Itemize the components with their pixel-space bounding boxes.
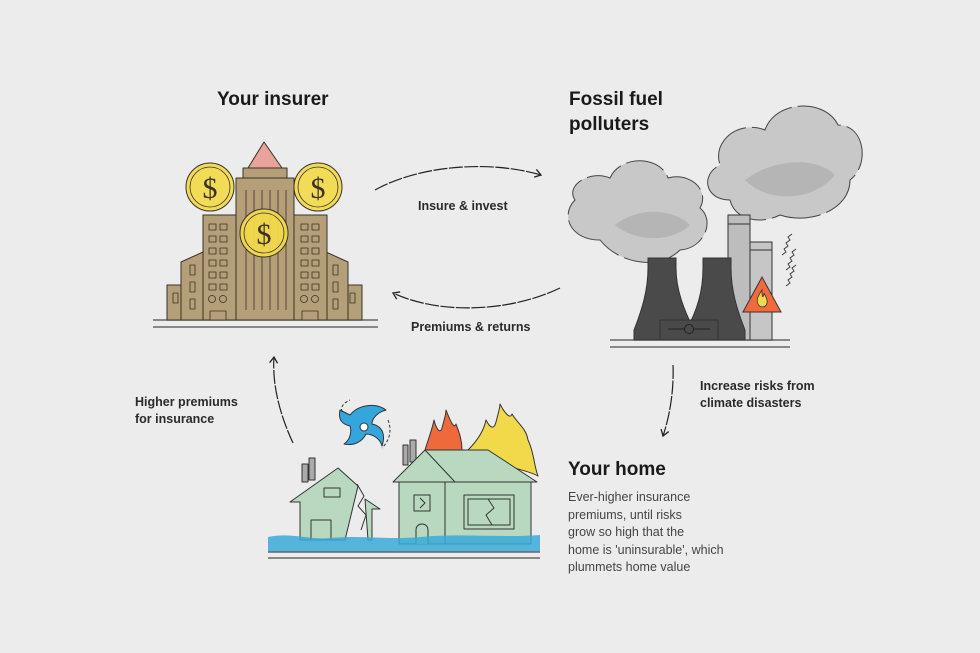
home-description-line: premiums, until risks: [568, 507, 682, 522]
flow-label-insure-invest: Insure & invest: [418, 199, 508, 213]
chimney: [308, 457, 316, 481]
polluters-title: Fossil fuel polluters: [569, 87, 663, 137]
coin-icon: $: [239, 208, 289, 258]
heat-wave-icon: [781, 233, 797, 287]
flow-label-higher-premiums: Higher premiums for insurance: [135, 394, 238, 428]
hurricane-icon: [339, 399, 391, 449]
increase-risks-line2: climate disasters: [700, 396, 802, 410]
homes-illustration: [268, 399, 540, 559]
home-description-line: Ever-higher insurance: [568, 490, 691, 504]
flow-label-increase-risks: Increase risks from climate disasters: [700, 378, 815, 412]
coin-icon: $: [293, 162, 343, 212]
home-title: Your home: [568, 459, 666, 480]
smoke-cloud: [707, 105, 863, 221]
fire-warning-icon: [742, 275, 782, 313]
factory-illustration: [567, 105, 863, 348]
central-tower-cap: [242, 167, 288, 179]
chimney: [301, 463, 309, 483]
chimney: [402, 444, 409, 466]
coin-symbol: $: [311, 172, 326, 205]
coin-symbol: $: [203, 172, 218, 205]
arrow-insure-invest: [374, 165, 543, 191]
fire-icon: [424, 409, 463, 451]
insurer-title: Your insurer: [217, 89, 329, 110]
polluters-title-line1: Fossil fuel: [569, 89, 663, 110]
home-description-line: grow so high that the: [568, 525, 685, 539]
polluters-title-line2: polluters: [569, 114, 650, 135]
side-tower: [202, 214, 237, 321]
door: [310, 519, 332, 541]
increase-risks-line1: Increase risks from: [700, 379, 815, 393]
insurer-building-illustration: $ $ $: [153, 141, 378, 328]
higher-premiums-line2: for insurance: [135, 412, 215, 426]
window: [413, 494, 431, 512]
side-tower: [293, 214, 328, 321]
coin-icon: $: [185, 162, 235, 212]
chimney: [409, 439, 417, 463]
higher-premiums-line1: Higher premiums: [135, 395, 238, 409]
flow-label-premiums-returns: Premiums & returns: [411, 320, 531, 334]
window: [323, 487, 341, 498]
arrow-increase-risks: [660, 364, 674, 438]
flood-water: [268, 535, 540, 552]
arrow-premiums-returns: [391, 287, 561, 309]
home-description: Ever-higher insurance premiums, until ri…: [568, 489, 724, 577]
smoke-cloud: [567, 160, 708, 263]
home-description-line: home is 'uninsurable', which: [568, 542, 724, 557]
home-description-line: plummets home value: [568, 560, 691, 574]
arrow-higher-premiums: [269, 355, 294, 444]
roof-spire: [247, 141, 283, 169]
coin-symbol: $: [257, 218, 272, 251]
